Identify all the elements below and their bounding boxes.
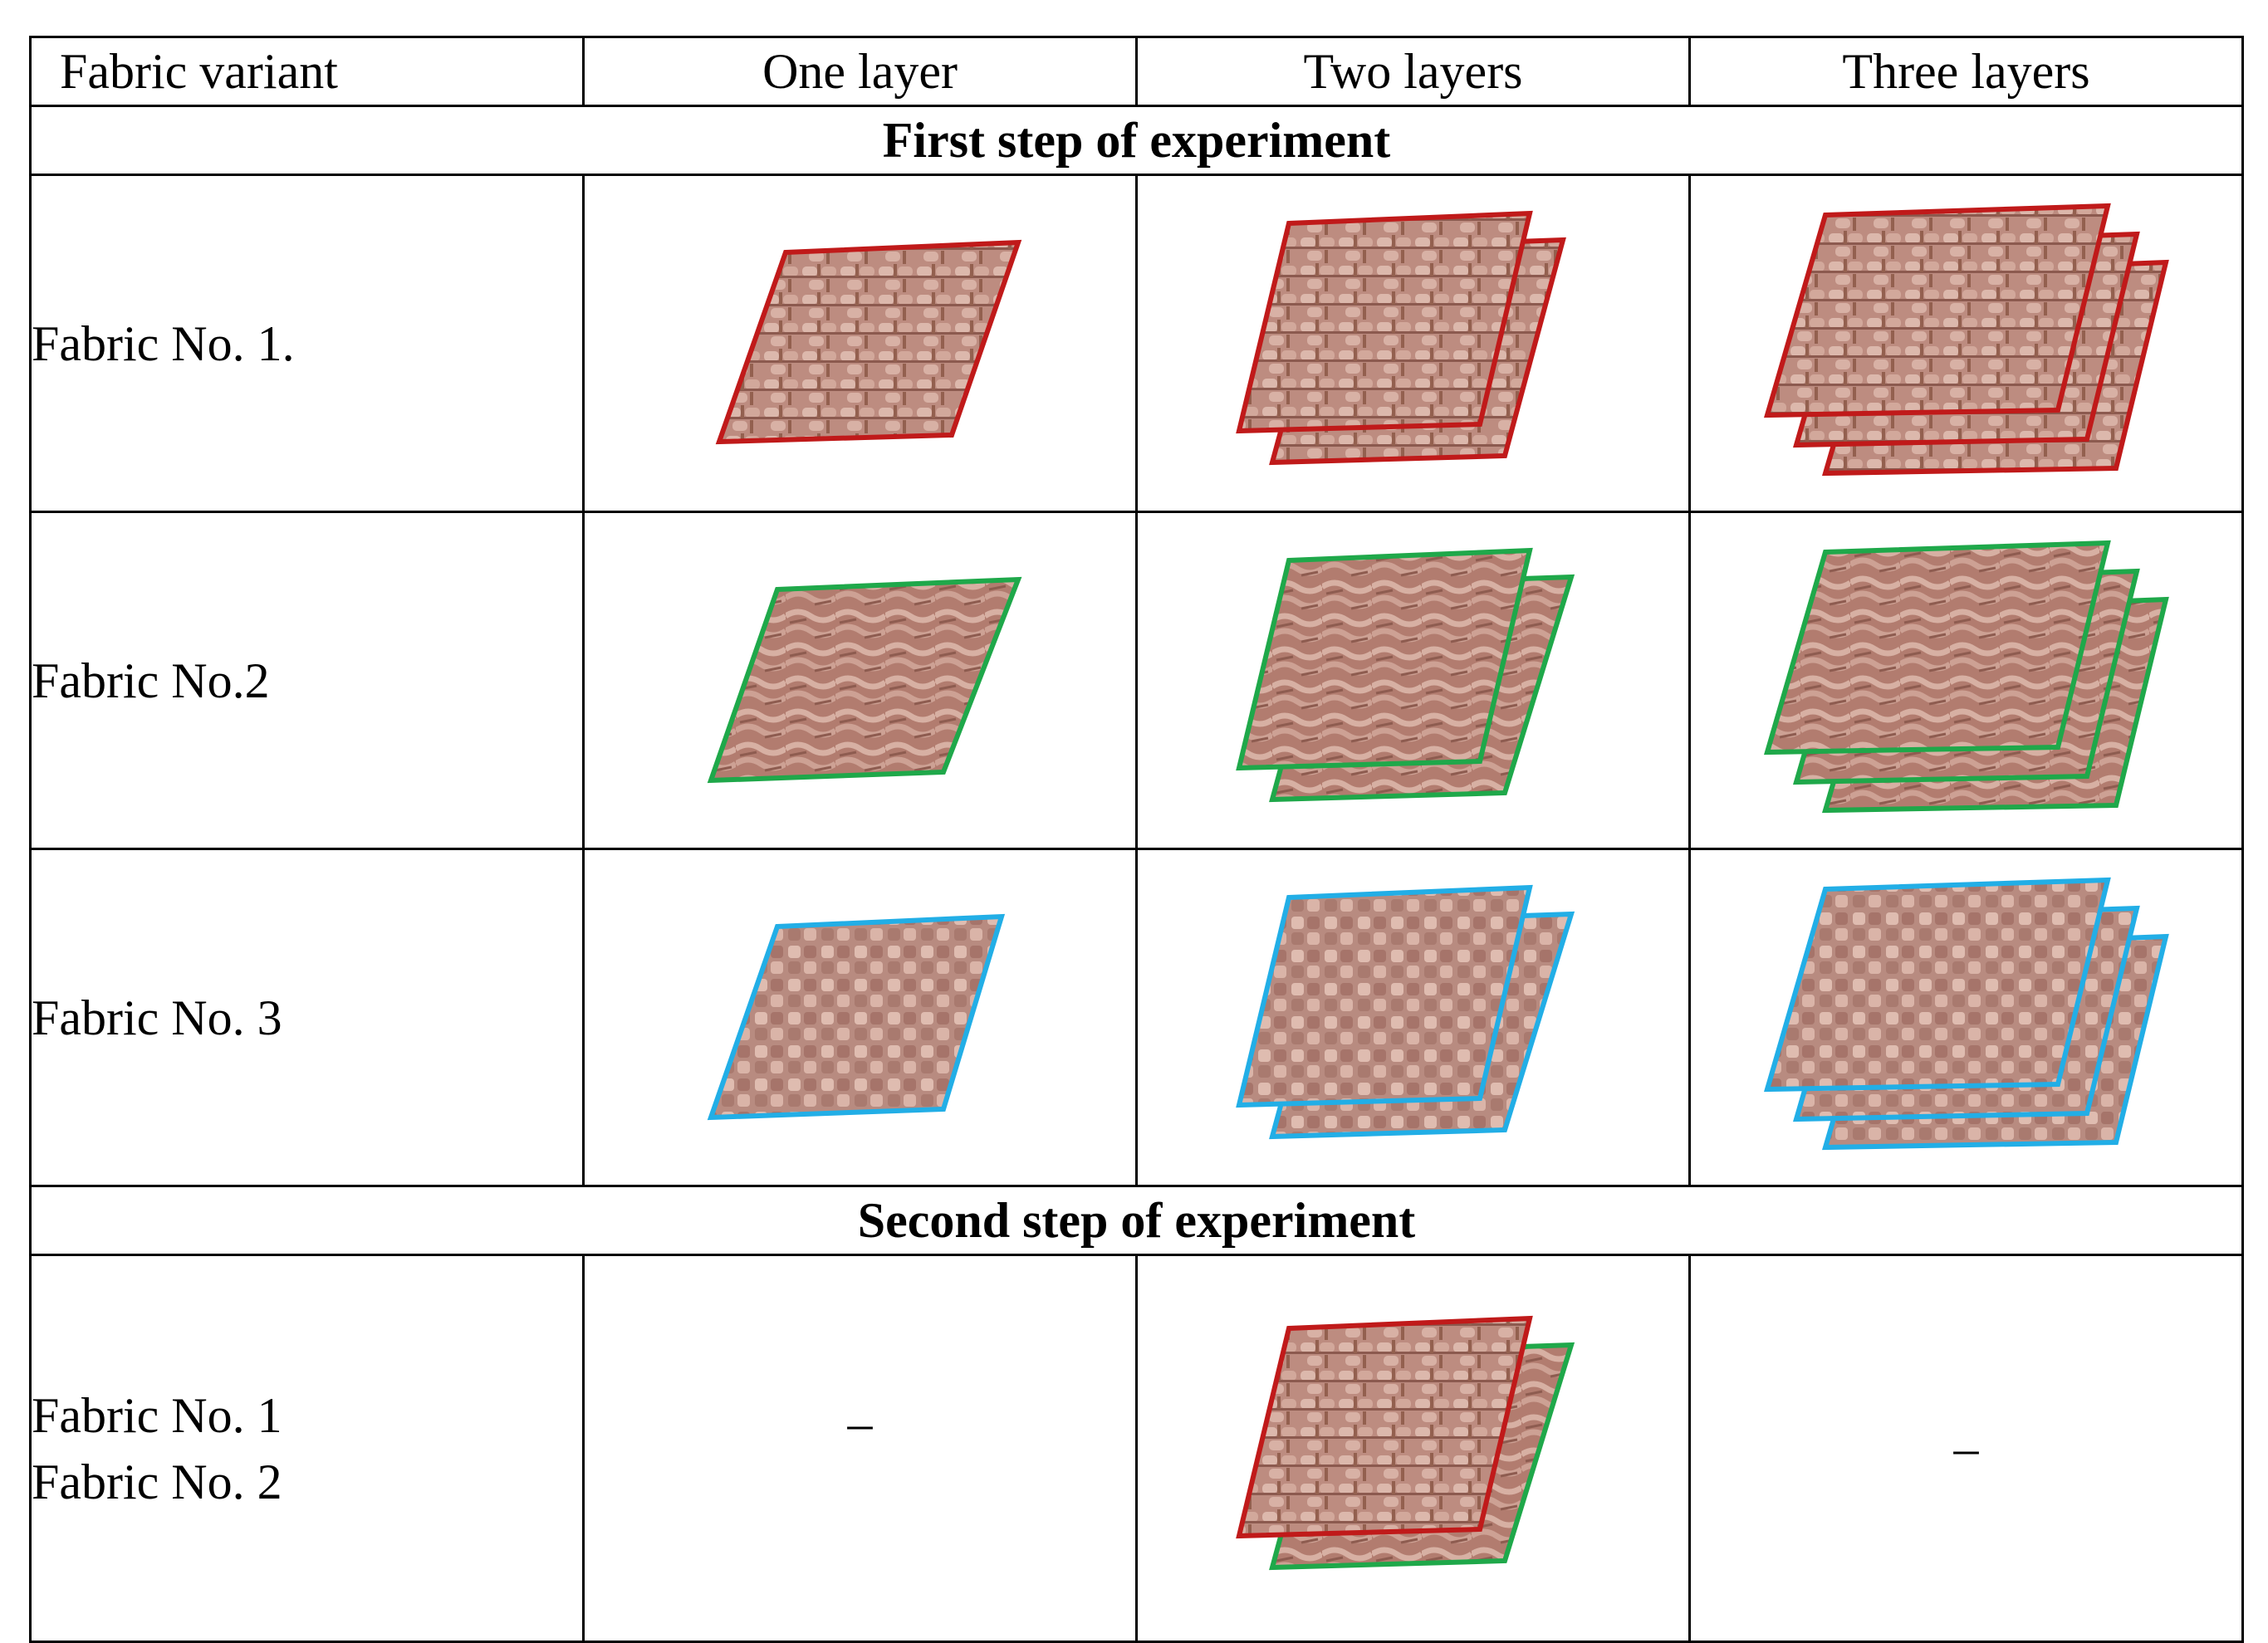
fabric-3-one-layer-illustration bbox=[707, 913, 1005, 1120]
fabric-row-3: Fabric No. 3 bbox=[29, 848, 2244, 1187]
combined-fabric-label: Fabric No. 1 Fabric No. 2 bbox=[29, 1254, 585, 1643]
fabric-2-one-layer-cell bbox=[582, 511, 1138, 850]
fabric-1-two-layers-cell bbox=[1135, 174, 1691, 513]
fabric-row-2: Fabric No.2 bbox=[29, 511, 2244, 850]
combined-one-layer-dash: – bbox=[582, 1254, 1138, 1643]
column-header-one-layer: One layer bbox=[582, 36, 1138, 107]
fabric-2-three-layers-illustration bbox=[1763, 540, 2169, 813]
fabric-1-one-layer-cell bbox=[582, 174, 1138, 513]
fabric-3-two-layers-illustration bbox=[1235, 884, 1575, 1139]
fabric-2-three-layers-cell bbox=[1688, 511, 2244, 850]
second-step-row: Second step of experiment bbox=[29, 1185, 2244, 1256]
fabric-label: Fabric No.2 bbox=[29, 511, 585, 850]
combined-two-layers-cell bbox=[1135, 1254, 1691, 1643]
fabric-3-two-layers-cell bbox=[1135, 848, 1691, 1187]
fabric-3-three-layers-cell bbox=[1688, 848, 2244, 1187]
first-step-row: First step of experiment bbox=[29, 105, 2244, 176]
header-row: Fabric variant One layer Two layers Thre… bbox=[29, 36, 2244, 107]
fabric-2-two-layers-illustration bbox=[1235, 547, 1575, 802]
fabric-1-one-layer-illustration bbox=[715, 239, 1021, 444]
fabric-3-one-layer-cell bbox=[582, 848, 1138, 1187]
fabric-label: Fabric No. 3 bbox=[29, 848, 585, 1187]
column-header-two-layers: Two layers bbox=[1135, 36, 1691, 107]
combined-fabric-label-line-1: Fabric No. 1 bbox=[32, 1387, 282, 1443]
fabric-3-three-layers-illustration bbox=[1763, 877, 2169, 1150]
fabric-1-three-layers-illustration bbox=[1763, 203, 2169, 476]
fabric-row-1: Fabric No. 1. bbox=[29, 174, 2244, 513]
fabric-2-two-layers-cell bbox=[1135, 511, 1691, 850]
combined-three-layers-dash: – bbox=[1688, 1254, 2244, 1643]
combined-fabric-label-line-2: Fabric No. 2 bbox=[32, 1454, 282, 1509]
column-header-fabric-variant: Fabric variant bbox=[29, 36, 585, 107]
combined-two-layers-illustration bbox=[1235, 1315, 1575, 1570]
fabric-2-one-layer-illustration bbox=[707, 576, 1021, 783]
second-step-heading: Second step of experiment bbox=[29, 1185, 2244, 1256]
first-step-heading: First step of experiment bbox=[29, 105, 2244, 176]
combined-fabric-row: Fabric No. 1 Fabric No. 2 – – bbox=[29, 1254, 2244, 1643]
fabric-label: Fabric No. 1. bbox=[29, 174, 585, 513]
fabric-1-two-layers-illustration bbox=[1235, 210, 1566, 465]
column-header-three-layers: Three layers bbox=[1688, 36, 2244, 107]
fabric-table: Fabric variant One layer Two layers Thre… bbox=[29, 36, 2244, 1643]
fabric-1-three-layers-cell bbox=[1688, 174, 2244, 513]
